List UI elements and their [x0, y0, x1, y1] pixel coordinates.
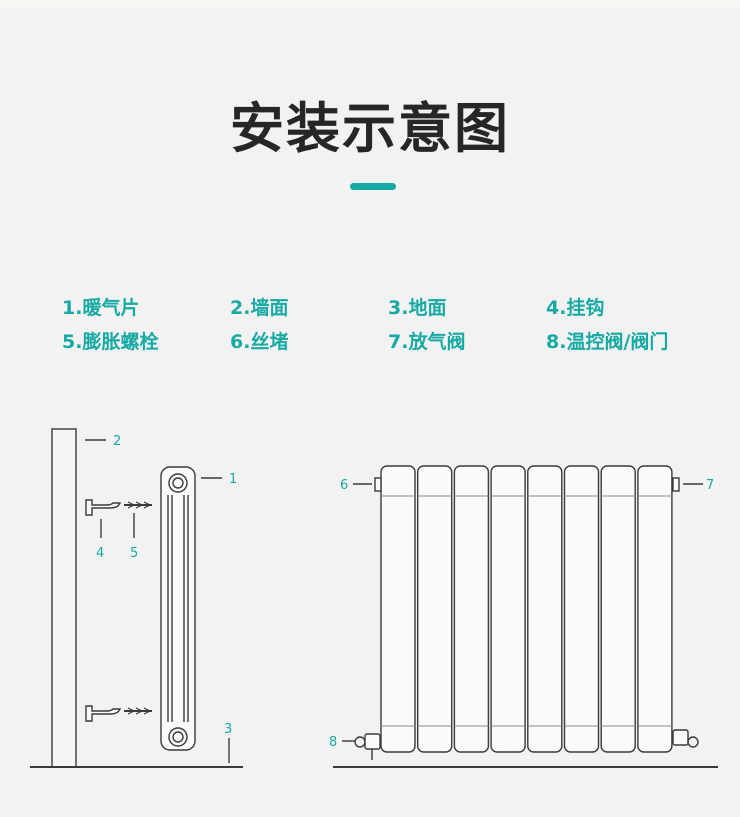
- legend-item-hook: 4.挂钩: [546, 297, 605, 319]
- air-valve-icon: [672, 477, 680, 492]
- radiator-column: [417, 465, 453, 753]
- legend-item-wall: 2.墙面: [230, 297, 289, 319]
- hook-icon: [85, 705, 122, 722]
- radiator-column: [637, 465, 673, 753]
- radiator-side: [160, 466, 196, 751]
- thermostatic-valve-icon: [354, 733, 381, 760]
- valve-icon: [672, 729, 699, 748]
- radiator-column: [527, 465, 563, 753]
- radiator-column: [453, 465, 490, 753]
- top-band: [0, 0, 740, 8]
- callout-2: 2: [113, 434, 121, 449]
- radiator-front: [380, 465, 673, 753]
- callout-5: 5: [130, 546, 138, 561]
- callout-3: 3: [224, 722, 232, 737]
- legend-item-floor: 3.地面: [388, 297, 447, 319]
- radiator-column: [563, 465, 600, 753]
- side-view-callouts: 2 1 4 5 3: [96, 434, 237, 737]
- page-title: 安装示意图: [230, 97, 510, 160]
- callout-6: 6: [340, 478, 348, 493]
- expansion-bolt-icon: [124, 501, 152, 509]
- legend-item-expansion-bolt: 5.膨胀螺栓: [62, 331, 159, 353]
- radiator-column: [380, 465, 416, 753]
- callout-8: 8: [329, 735, 337, 750]
- callout-1: 1: [229, 472, 237, 487]
- callout-7: 7: [706, 478, 714, 493]
- title-accent-bar: [350, 183, 396, 190]
- legend-item-thermostatic-valve: 8.温控阀/阀门: [546, 331, 669, 353]
- front-view-callouts: 6 7 8: [329, 478, 714, 750]
- radiator-column: [490, 465, 526, 753]
- legend-item-air-valve: 7.放气阀: [388, 331, 466, 353]
- front-view: [333, 465, 718, 768]
- plug-icon: [374, 477, 382, 492]
- callout-4: 4: [96, 546, 104, 561]
- hook-icon: [85, 499, 122, 516]
- legend-item-radiator: 1.暖气片: [62, 297, 140, 319]
- wall: [51, 428, 77, 768]
- side-view: [30, 428, 243, 768]
- legend-item-plug: 6.丝堵: [230, 331, 289, 353]
- expansion-bolt-icon: [124, 707, 152, 715]
- radiator-column: [600, 465, 636, 753]
